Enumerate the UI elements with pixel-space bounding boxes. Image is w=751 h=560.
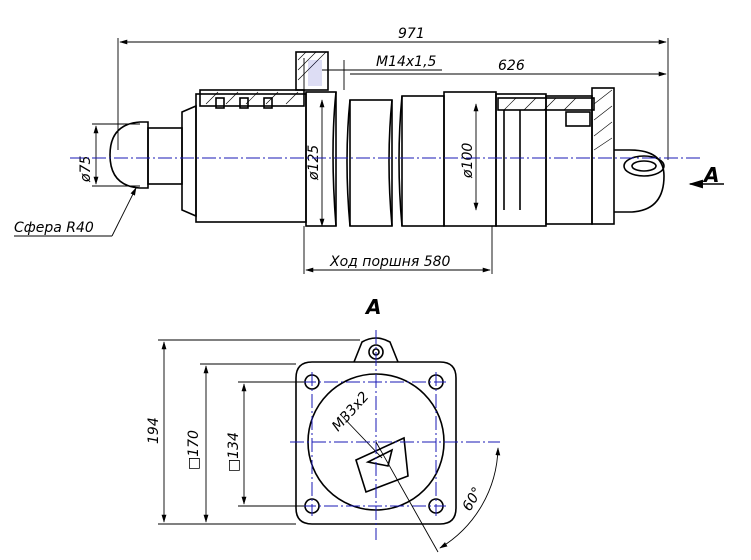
- barrel-mid-2: [401, 95, 445, 227]
- dim-bolt-square: □134: [226, 432, 242, 472]
- dim-total-height: 194: [146, 417, 162, 444]
- port-fitting: [295, 51, 329, 91]
- end-view-a: A M33x2 60° 194: [146, 295, 501, 553]
- gland-chamfer: [181, 104, 197, 218]
- dim-mount-length: 626: [498, 58, 525, 74]
- dim-stroke: Ход поршня 580: [329, 254, 451, 270]
- gland-section: [199, 89, 305, 107]
- barrel-mid: [349, 99, 393, 227]
- dim-angle: 60°: [460, 484, 486, 514]
- rear-cap: [591, 87, 615, 225]
- cylinder-side-view: 971 626 M14x1,5 ø75 Сфера R40: [14, 26, 724, 274]
- piston-seal: [565, 111, 591, 127]
- view-arrow-label: A: [702, 163, 719, 187]
- dim-flange-square: □170: [186, 430, 202, 470]
- break-line-2: [388, 95, 403, 227]
- dim-rod-diameter: ø75: [78, 156, 94, 183]
- seal-3: [263, 97, 273, 109]
- port-block: [355, 436, 409, 494]
- sphere-rod-end: [109, 121, 149, 189]
- rod-neck: [147, 127, 183, 185]
- dim-overall-length: 971: [398, 26, 425, 42]
- dim-piston-diameter: ø100: [460, 143, 476, 179]
- break-line-1: [332, 91, 351, 227]
- dim-bore-diameter: ø125: [306, 145, 322, 181]
- seal-1: [215, 97, 225, 109]
- piston: [545, 95, 593, 225]
- rear-eye: [614, 149, 665, 213]
- sphere-label: Сфера R40: [14, 220, 94, 236]
- rear-eye-bore: [623, 155, 665, 177]
- end-view-title: A: [364, 295, 381, 319]
- seal-2: [239, 97, 249, 109]
- dim-center-thread: M33x2: [329, 389, 372, 435]
- dim-thread-port: M14x1,5: [376, 54, 437, 70]
